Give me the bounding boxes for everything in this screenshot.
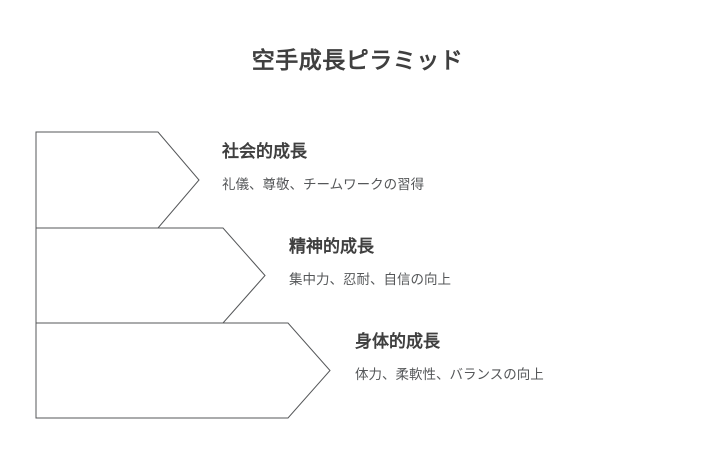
chevron-shape-physical[interactable] (35, 322, 331, 419)
chevron-heading-social: 社会的成長 (222, 142, 307, 161)
chevron-label-mental: 精神的成長 集中力、忍耐、自信の向上 (289, 236, 451, 290)
chevron-label-social: 社会的成長 礼儀、尊敬、チームワークの習得 (222, 141, 424, 195)
chevron-heading-physical: 身体的成長 (355, 332, 440, 351)
chevron-subtitle-physical: 体力、柔軟性、バランスの向上 (355, 367, 544, 382)
chevron-subtitle-mental: 集中力、忍耐、自信の向上 (289, 272, 451, 287)
chevron-label-physical: 身体的成長 体力、柔軟性、バランスの向上 (355, 331, 544, 385)
chevron-subtitle-social: 礼儀、尊敬、チームワークの習得 (222, 177, 425, 192)
chevron-shape-mental[interactable] (35, 227, 266, 324)
page-title: 空手成長ピラミッド (251, 47, 464, 73)
chevron-heading-mental: 精神的成長 (289, 237, 374, 256)
chevron-shape-social[interactable] (35, 131, 200, 229)
